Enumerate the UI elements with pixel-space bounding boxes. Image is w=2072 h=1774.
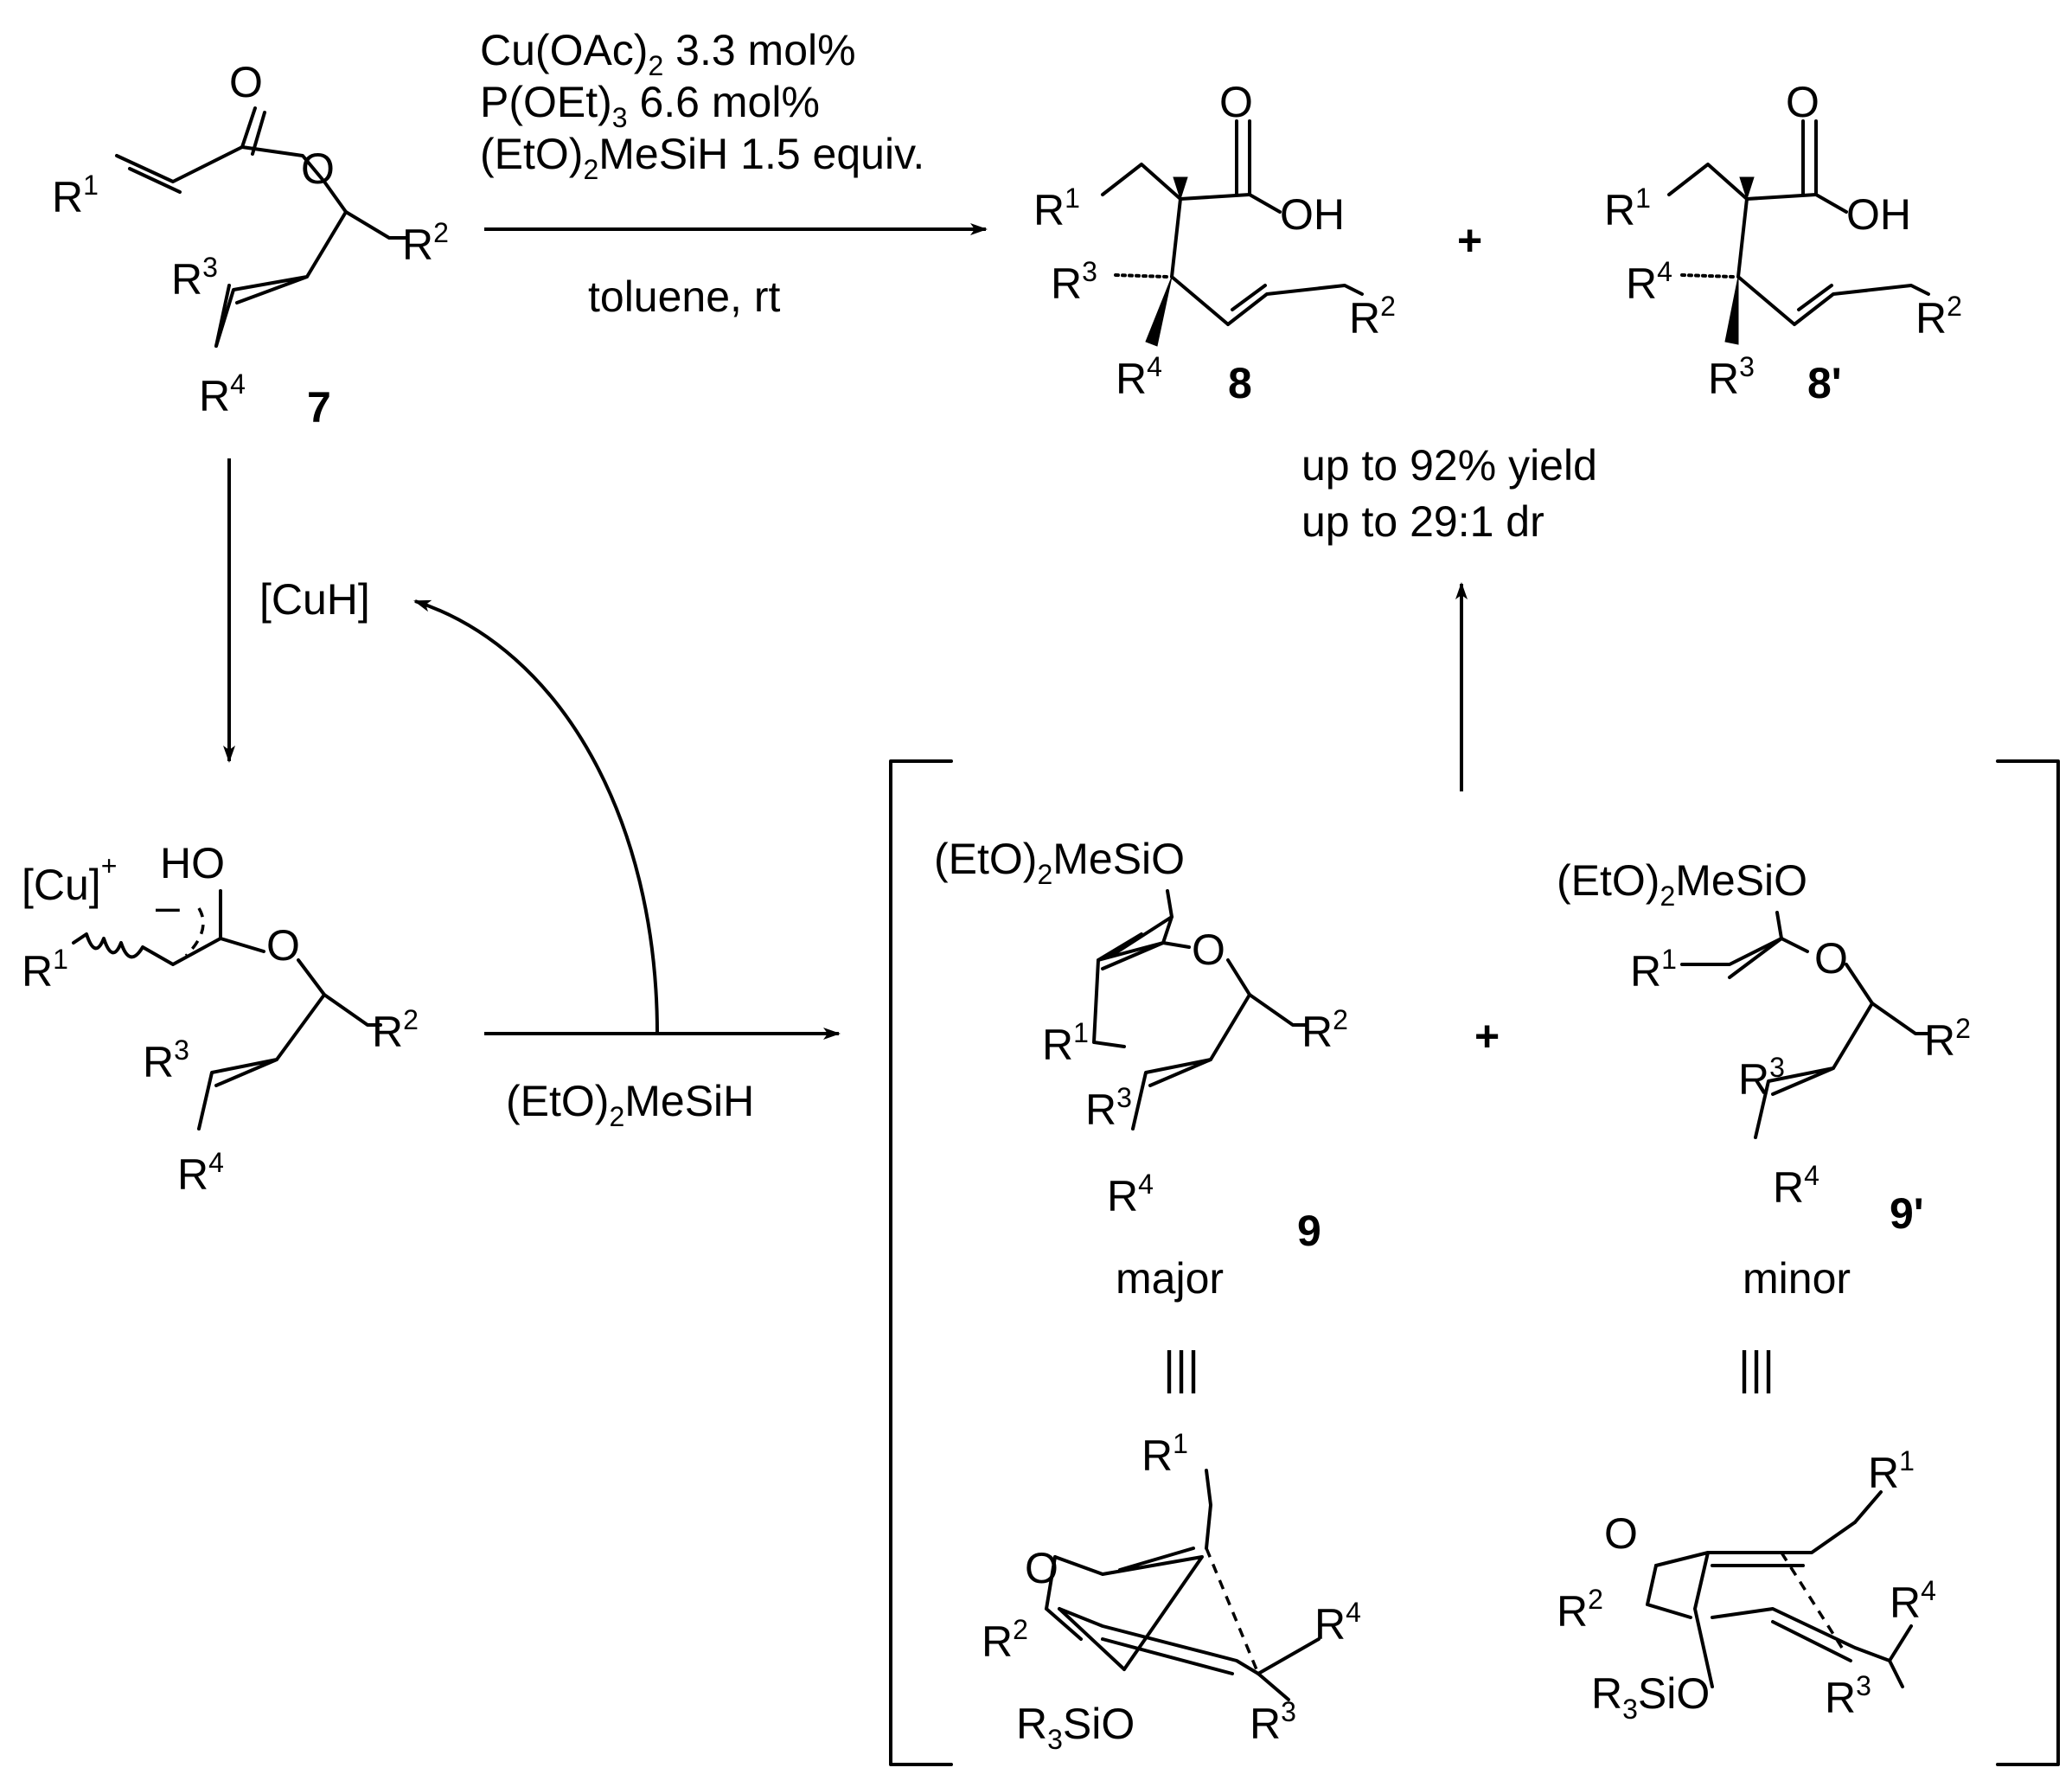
r1-label: R1 [1033,183,1080,234]
wedge-bond [1145,276,1173,347]
atom-o: O [301,144,335,193]
compound-9-prime: (EtO)2MeSiO O R1 R2 R3 R4 9' minor ||| [1557,856,1971,1394]
atom-o: O [229,58,263,106]
r4-label: R4 [177,1147,224,1199]
reagent-silane: (EtO)2MeSiH 1.5 equiv. [480,130,924,185]
silyl-group: (EtO)2MeSiO [934,835,1185,890]
r4-label: R4 [1314,1597,1361,1649]
atom-oh: OH [1280,190,1345,239]
copper-label: [Cu]+ [22,850,117,909]
r1-label: R1 [1142,1428,1188,1480]
r3-label: R3 [1250,1696,1296,1748]
r1-label: R1 [1868,1445,1915,1497]
r3-label: R3 [1825,1670,1871,1722]
reaction-conditions: Cu(OAc)2 3.3 mol% P(OEt)3 6.6 mol% (EtO)… [480,26,988,321]
minor-label: minor [1743,1254,1851,1303]
compound-7-label: 7 [307,383,331,432]
atom-o: O [266,921,300,970]
atom-o: O [1604,1509,1638,1558]
compound-8-prime: O OH R1 R4 R2 R3 8' [1604,78,1962,407]
r2-label: R2 [1557,1584,1603,1636]
chair-transition-state-minor: R1 O R2 R4 R3SiO R3 [1557,1445,1936,1725]
reagent-triethyl-phosphite: P(OEt)3 6.6 mol% [480,78,820,133]
r3-label: R3 [1085,1082,1132,1134]
plus-sign: + [1474,1012,1500,1060]
silane-label: (EtO)2MeSiH [506,1077,754,1132]
compound-8-prime-label: 8' [1807,359,1842,407]
r4-label: R4 [1107,1169,1154,1220]
r1-label: R1 [52,170,99,221]
r2-label: R2 [402,217,449,269]
wedge-bond [1739,176,1755,201]
r1-label: R1 [1630,944,1677,996]
compound-9-label: 9 [1297,1207,1321,1255]
r3-label: R3 [1051,256,1097,308]
minus-charge: – [156,882,180,931]
compound-8-label: 8 [1228,359,1252,407]
compound-7: O O R1 R2 R3 R4 7 [52,58,449,432]
atom-o: O [1814,934,1848,983]
copper-enolate-intermediate: [Cu]+ HO – O R1 R2 R3 R4 [22,839,419,1199]
r3-label: R3 [143,1034,189,1086]
atom-o: O [1219,78,1253,126]
r4-label: R4 [1773,1160,1819,1212]
r3-label: R3 [1738,1052,1785,1104]
reagent-copper-acetate: Cu(OAc)2 3.3 mol% [480,26,856,81]
yield-text: up to 92% yield [1301,441,1597,490]
r4-label: R4 [1890,1575,1936,1627]
r2-label: R2 [1915,291,1962,343]
wedge-bond [1724,276,1739,345]
right-bracket [1996,759,2060,1766]
atom-o: O [1786,78,1819,126]
r4-label: R4 [1626,256,1672,308]
major-label: major [1116,1254,1224,1303]
siloxy-label: R3SiO [1016,1700,1135,1755]
compound-9-prime-label: 9' [1890,1189,1924,1238]
r2-label: R2 [1924,1013,1971,1065]
atom-o: O [1025,1544,1058,1592]
plus-sign: + [1457,216,1482,265]
catalyst-label: [CuH] [259,575,370,624]
catalyst-regeneration-arrow [413,599,659,1034]
wedge-bond [1173,176,1188,201]
equivalence-symbol: ||| [1738,1342,1775,1394]
r2-label: R2 [372,1004,419,1056]
r3-label: R3 [1708,351,1755,403]
compound-9: (EtO)2MeSiO O R1 R2 R3 R4 9 major ||| [934,835,1348,1394]
compound-8: O OH R1 R3 R2 R4 8 [1033,78,1396,407]
chair-transition-state-major: R1 O R2 R4 R3SiO R3 [982,1428,1361,1755]
r1-label: R1 [1604,183,1651,234]
r2-label: R2 [1301,1004,1348,1056]
siloxy-label: R3SiO [1591,1669,1710,1725]
silyl-group: (EtO)2MeSiO [1557,856,1807,912]
r4-label: R4 [199,368,246,420]
r2-label: R2 [982,1614,1028,1666]
atom-o: O [1192,925,1225,974]
left-bracket [889,759,953,1766]
r2-label: R2 [1349,291,1396,343]
r1-label: R1 [22,944,68,996]
r3-label: R3 [171,252,218,304]
solvent-label: toluene, rt [588,272,780,321]
r4-label: R4 [1116,351,1162,403]
r1-label: R1 [1042,1017,1089,1069]
dr-text: up to 29:1 dr [1301,497,1544,546]
equivalence-symbol: ||| [1163,1342,1199,1394]
atom-ho: HO [160,839,225,887]
atom-oh: OH [1846,190,1911,239]
